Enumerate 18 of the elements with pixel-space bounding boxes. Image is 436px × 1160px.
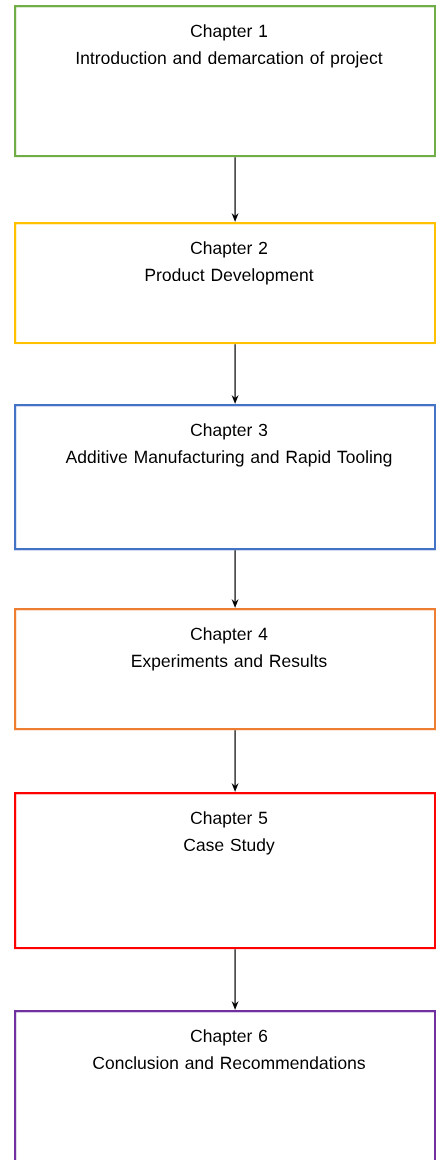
chapter-title: Experiments and Results [132,654,327,671]
chapter-heading: Chapter 4 [191,627,268,644]
chapter-title: Case Study [184,838,275,855]
chapter-box [14,5,436,158]
chapter-title: Product Development [145,268,314,285]
chapter-title: Conclusion and Recommendations [93,1056,365,1070]
chapter-heading: Chapter 6 [191,1029,268,1046]
chapter-title: Additive Manufacturing and Rapid Tooling [65,450,392,467]
chapter-title: Introduction and demarcation of project [76,51,383,68]
chapter-heading: Chapter 3 [191,423,268,440]
chapter-box [14,222,436,345]
chapter-heading: Chapter 1 [191,24,268,41]
chapter-box [14,404,436,551]
chapter-box [14,792,436,950]
chapter-box [14,1010,436,1160]
chapter-box [14,608,436,731]
chapter-heading: Chapter 5 [191,811,268,828]
chapter-heading: Chapter 2 [191,241,267,258]
